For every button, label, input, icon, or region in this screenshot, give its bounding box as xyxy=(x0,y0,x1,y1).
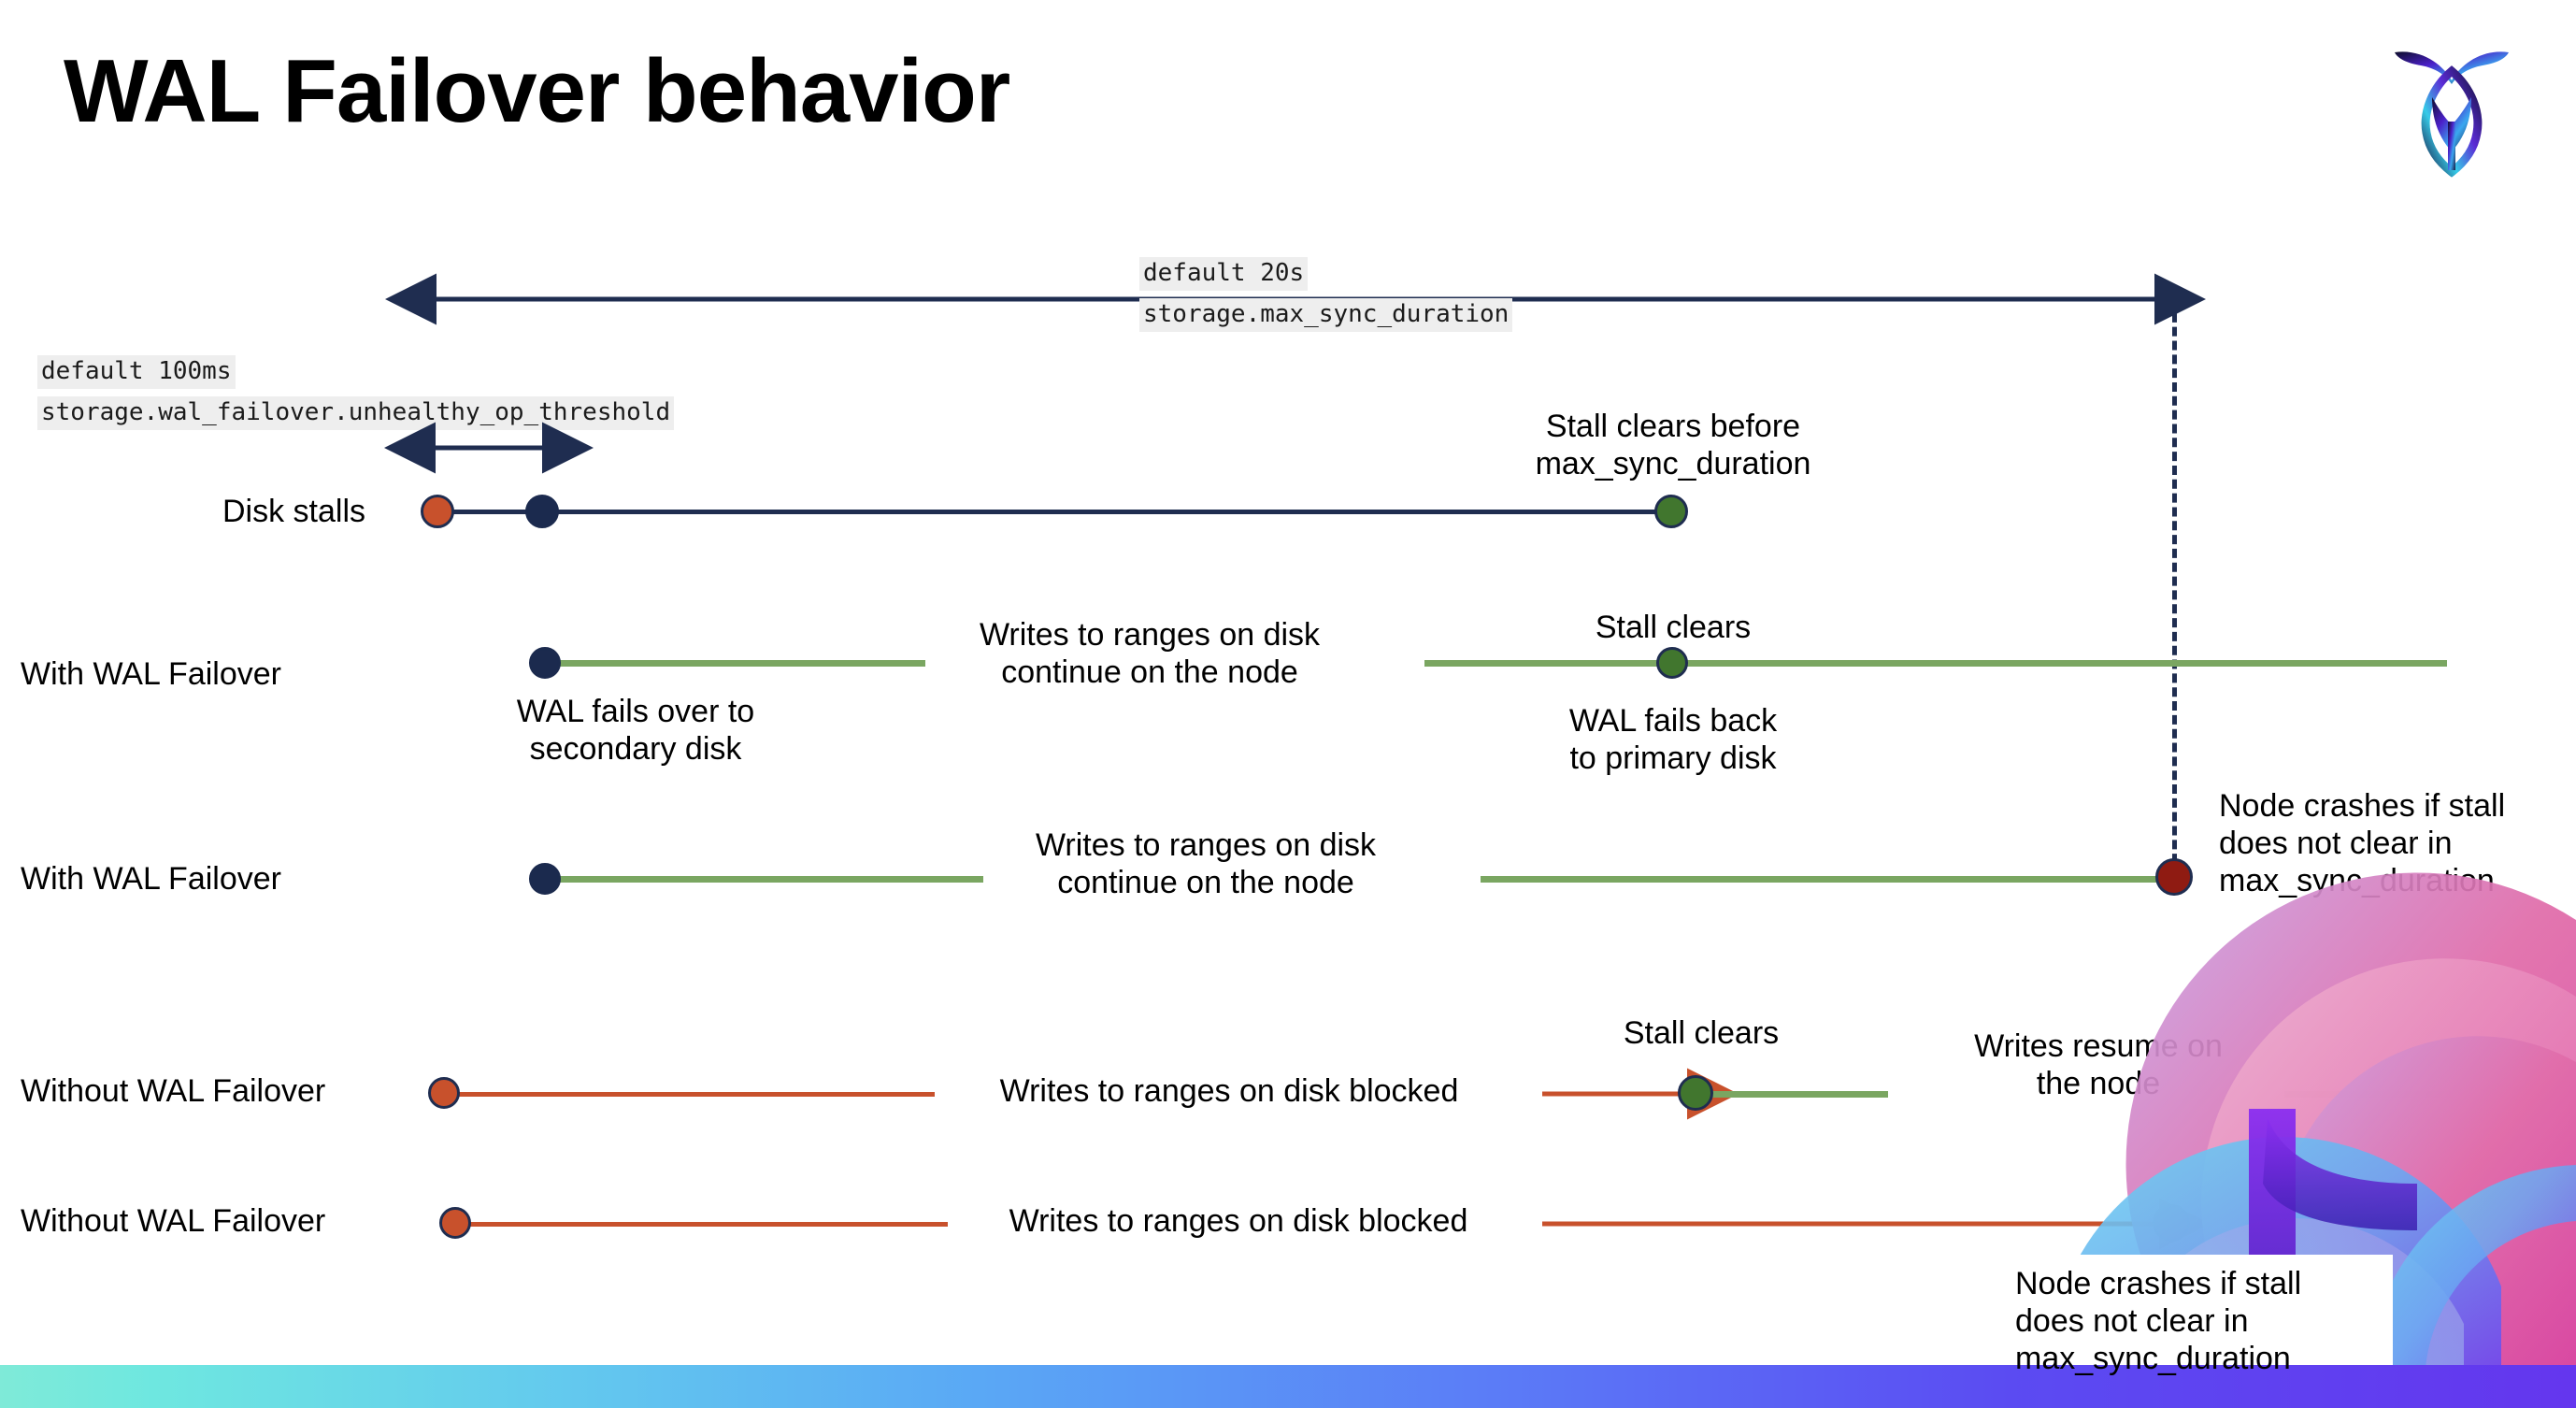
without-wal-failover-1-clear-dot xyxy=(1678,1075,1713,1111)
with-wal-failover-2-failover-dot xyxy=(529,863,561,895)
note-writes-resume-on-node: Writes resume on the node xyxy=(1974,1028,2223,1101)
without-wal-failover-1-segment-a xyxy=(449,1092,935,1097)
row-label-with-wal-failover-2: With WAL Failover xyxy=(21,861,281,897)
without-wal-failover-2-segment-a xyxy=(460,1222,948,1227)
note-writes-continue-on-node-2: Writes to ranges on disk continue on the… xyxy=(1035,827,1377,900)
with-wal-failover-2-segment-a xyxy=(542,876,983,883)
max-sync-duration-setting-label: storage.max_sync_duration xyxy=(1139,298,1513,332)
with-wal-failover-1-clear-dot xyxy=(1656,647,1688,679)
unhealthy-op-threshold-arrow xyxy=(384,422,594,474)
without-wal-failover-2-arrow xyxy=(1542,1198,2211,1250)
row-label-without-wal-failover-2: Without WAL Failover xyxy=(21,1203,326,1239)
with-wal-failover-1-segment-b xyxy=(1424,660,2447,667)
without-wal-failover-1-start-dot xyxy=(428,1077,460,1109)
disk-stalls-start-dot xyxy=(421,495,454,528)
row-label-with-wal-failover-1: With WAL Failover xyxy=(21,656,281,692)
note-stall-clears-before-max-sync: Stall clears before max_sync_duration xyxy=(1535,409,1811,481)
without-wal-failover-1-arrow xyxy=(1542,1068,1739,1120)
note-wal-fails-back-to-primary-disk: WAL fails back to primary disk xyxy=(1568,703,1778,776)
disk-stalls-clear-dot xyxy=(1654,495,1688,528)
max-sync-duration-dropline xyxy=(2172,299,2177,877)
max-sync-duration-default-label: default 20s xyxy=(1139,257,1309,291)
note-stall-clears-2: Stall clears xyxy=(1623,1015,1780,1051)
note-stall-clears-1: Stall clears xyxy=(1595,610,1752,645)
with-wal-failover-1-segment-a xyxy=(542,660,925,667)
page-title: WAL Failover behavior xyxy=(64,41,1010,141)
note-writes-blocked-2: Writes to ranges on disk blocked xyxy=(1009,1203,1468,1239)
disk-stalls-timeline xyxy=(437,510,1673,514)
with-wal-failover-2-crash-dot xyxy=(2155,858,2193,896)
without-wal-failover-1-segment-c xyxy=(2284,1091,2451,1098)
row-label-disk-stalls: Disk stalls xyxy=(222,494,366,529)
with-wal-failover-2-segment-b xyxy=(1481,876,2176,883)
unhealthy-op-threshold-default-label: default 100ms xyxy=(37,355,236,389)
note-wal-fails-over-to-secondary-disk: WAL fails over to secondary disk xyxy=(516,694,755,767)
note-node-crashes-2: Node crashes if stall does not clear in … xyxy=(2015,1266,2302,1376)
unhealthy-op-threshold-setting-label: storage.wal_failover.unhealthy_op_thresh… xyxy=(37,396,675,430)
note-writes-blocked-1: Writes to ranges on disk blocked xyxy=(999,1073,1459,1109)
cockroachdb-logo-icon xyxy=(2382,32,2522,181)
with-wal-failover-1-failover-dot xyxy=(529,647,561,679)
without-wal-failover-1-segment-b xyxy=(1701,1091,1888,1098)
row-label-without-wal-failover-1: Without WAL Failover xyxy=(21,1073,326,1109)
note-writes-continue-on-node-1: Writes to ranges on disk continue on the… xyxy=(979,617,1321,690)
note-node-crashes-1: Node crashes if stall does not clear in … xyxy=(2219,788,2506,898)
disk-stalls-failover-dot xyxy=(525,495,559,528)
without-wal-failover-2-start-dot xyxy=(439,1207,471,1239)
footer-gradient-bar xyxy=(0,1365,2576,1408)
without-wal-failover-2-crash-dot xyxy=(2153,1204,2190,1242)
